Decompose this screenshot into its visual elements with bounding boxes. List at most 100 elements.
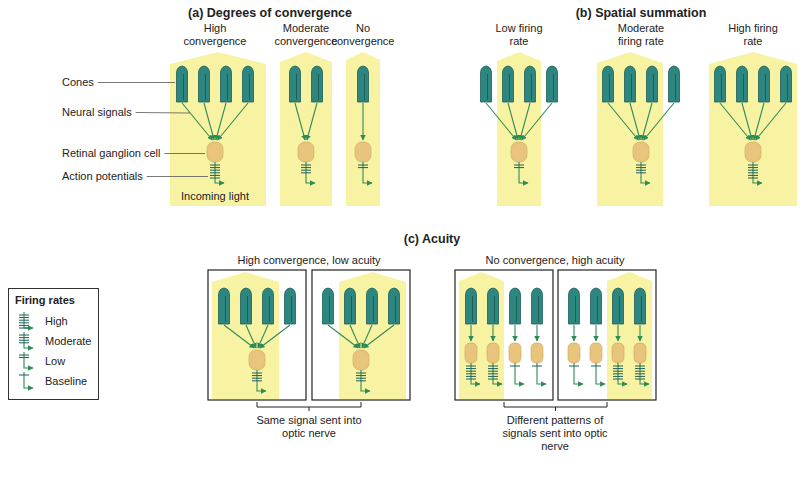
leader-line [164,153,205,154]
neural-signal [362,103,363,140]
cone-stripe [205,74,206,100]
cone-stripe [269,296,270,322]
action-potential [748,178,758,179]
incoming-light [709,52,797,206]
action-potential [488,368,498,369]
action-potential [210,167,220,168]
cone-stripe [247,296,248,322]
action-potential [301,167,311,168]
cone [510,288,521,324]
cone [737,66,748,102]
action-potential [19,328,29,329]
action-potential [748,172,758,173]
neural-signal [224,325,254,348]
cone [647,66,658,102]
light-label: Incoming light [181,190,249,203]
cone [547,66,558,102]
action-potential [19,340,29,341]
ganglion-cell [634,343,646,363]
bracket-note: Different patterns of signals sent into … [490,414,620,453]
action-potential [19,320,29,321]
neural-signal [756,103,786,140]
action-potential [488,376,498,377]
action-potential [636,167,646,168]
legend-entry: Low [45,355,65,368]
action-potential [210,172,220,173]
cone-stripe [609,74,610,100]
column-heading: High firing rate [723,22,783,48]
cone-stripe [494,296,495,322]
cone-stripe [249,74,250,100]
cone [669,66,680,102]
neural-signal [246,325,256,348]
action-potential [635,366,645,367]
action-potential [748,175,758,176]
ganglion-cell [531,343,543,363]
cone-stripe [472,296,473,322]
incoming-light [497,52,541,206]
neural-signal [617,325,618,341]
neural-signal [514,325,515,341]
neural-signal [508,103,518,140]
bracket [257,402,361,411]
leader-line [136,112,190,114]
cone-stripe [318,74,319,100]
action-potential [613,376,623,377]
neural-signal [754,103,764,140]
action-potential [510,366,520,367]
neural-signal [362,325,372,348]
cone [532,288,543,324]
cone [781,66,792,102]
legend-box: Firing ratesHighModerateLowBaseline [8,288,99,400]
ganglion-cell [568,343,580,363]
cone-stripe [538,296,539,322]
action-potential [514,165,524,166]
bracket-note: Same signal sent into optic nerve [244,414,374,440]
cone [503,66,514,102]
part-label: Neural signals [62,106,132,119]
cone [312,66,323,102]
ganglion-cell [465,343,477,363]
cone-stripe [351,296,352,322]
legend-title: Firing rates [9,289,98,307]
cone-stripe [765,74,766,100]
axon [24,352,33,368]
cone-stripe [373,296,374,322]
action-potential [358,167,368,168]
ganglion-cell [511,142,527,162]
cone [603,66,614,102]
incoming-light [170,52,266,206]
action-potential [748,167,758,168]
cone-stripe [227,74,228,100]
action-potential [19,317,29,318]
neural-signal [742,103,752,140]
column-heading: Moderate firing rate [611,22,671,48]
column-heading: No convergence [328,22,398,48]
cone [635,288,646,324]
action-potential [635,373,645,374]
cone-stripe [296,74,297,100]
ganglion-cell [249,350,265,370]
neural-signal [470,325,471,341]
incoming-light [280,52,332,206]
action-potential [636,165,646,166]
cone [263,288,274,324]
cone-stripe [641,296,642,322]
leader-line [98,82,175,83]
neural-signal [522,103,552,140]
action-potential [488,379,498,380]
action-potential [514,167,524,168]
incoming-light [346,52,380,206]
cone [389,288,400,324]
panel-box [208,270,306,400]
cone-stripe [516,296,517,322]
action-potential [532,366,542,367]
neural-signal [260,325,290,348]
cone [219,288,230,324]
legend-entry: High [45,315,68,328]
cone [715,66,726,102]
action-potential [19,322,29,323]
action-potential [466,366,476,367]
neural-signal [218,103,248,140]
